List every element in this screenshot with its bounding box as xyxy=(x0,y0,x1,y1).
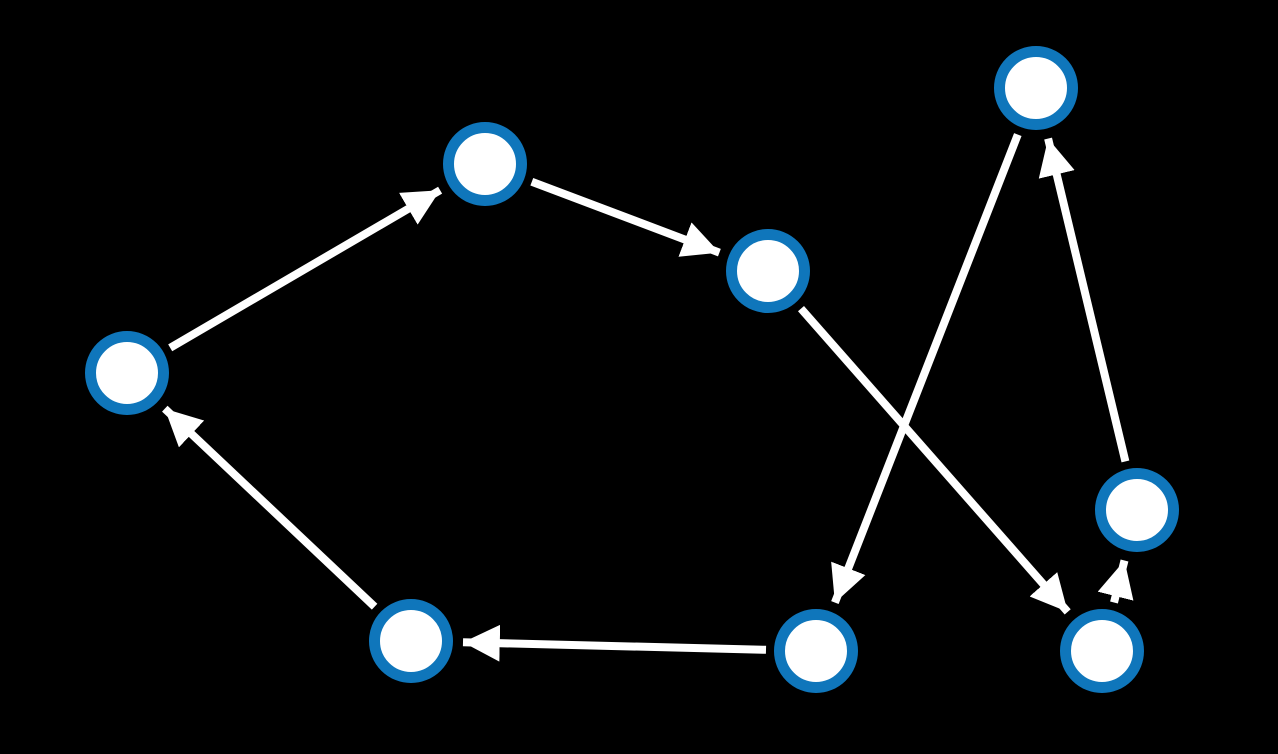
graph-node-B xyxy=(443,122,527,206)
nodes-layer xyxy=(85,46,1179,693)
edge-G-F xyxy=(462,624,767,662)
graph-node-D xyxy=(85,331,169,415)
edge-H-E xyxy=(1097,559,1134,604)
edge-B-C xyxy=(530,177,721,257)
graph-node-A xyxy=(994,46,1078,130)
edge-F-D xyxy=(162,405,378,610)
graph-node-F xyxy=(369,599,453,683)
edge-C-H xyxy=(797,305,1071,615)
edge-D-B xyxy=(168,186,443,352)
graph-node-H xyxy=(1060,609,1144,693)
edge-A-G xyxy=(831,133,1022,605)
graph-node-C xyxy=(726,229,810,313)
graph-node-E xyxy=(1095,468,1179,552)
edge-E-A xyxy=(1038,137,1130,463)
graph-node-G xyxy=(774,609,858,693)
edges-layer xyxy=(162,133,1134,662)
